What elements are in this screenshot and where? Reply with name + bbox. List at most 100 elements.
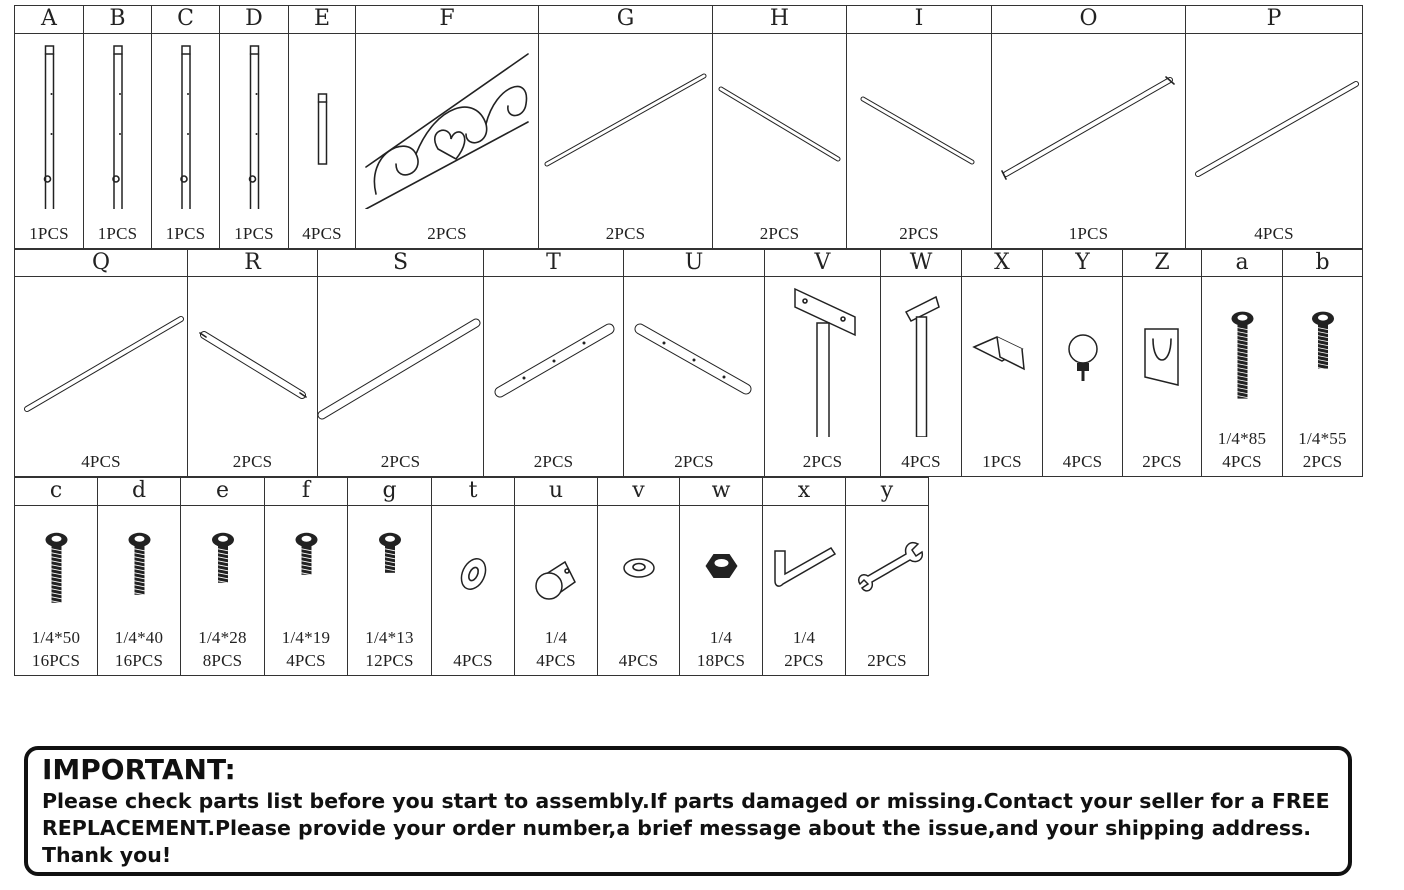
part-letter-P: P <box>1185 5 1363 34</box>
part-cell-e: 1/4*28 8PCS <box>180 505 265 676</box>
bolt-icon <box>45 532 68 604</box>
part-cell-X: 1PCS <box>961 276 1043 477</box>
part-size: 1/4 <box>792 628 816 647</box>
part-quantity: 2PCS <box>232 452 273 471</box>
part-letter-V: V <box>764 249 881 277</box>
bar-with-hooks-icon <box>1001 76 1175 180</box>
part-cell-T: 2PCS <box>483 276 624 477</box>
part-cell-P: 4PCS <box>1185 33 1363 249</box>
part-letter-D: D <box>219 5 289 34</box>
part-cell-u: 1/4 4PCS <box>514 505 598 676</box>
part-letter-Y: Y <box>1042 249 1123 277</box>
part-cell-c: 1/4*50 16PCS <box>14 505 98 676</box>
notice-title: IMPORTANT: <box>42 753 236 786</box>
part-quantity: 4PCS <box>302 224 342 243</box>
part-letter-S: S <box>317 249 484 277</box>
part-letter-c: c <box>14 477 98 506</box>
rail-icon <box>318 318 481 420</box>
part-size: 1/4 <box>544 628 568 647</box>
perforated-rail-icon <box>494 323 615 398</box>
part-letter-b: b <box>1282 249 1363 277</box>
part-quantity: 18PCS <box>696 651 746 670</box>
part-letter-C: C <box>151 5 220 34</box>
part-cell-B: 1PCS <box>83 33 152 249</box>
part-letter-w: w <box>679 477 763 506</box>
part-size: 1/4*50 <box>31 628 81 647</box>
part-size: 1/4*13 <box>365 628 414 647</box>
part-quantity: 4PCS <box>536 651 576 670</box>
part-size: 1/4*19 <box>281 628 331 647</box>
washer-icon <box>623 558 655 578</box>
post-icon <box>180 45 191 209</box>
part-quantity: 2PCS <box>674 452 714 471</box>
part-quantity: 4PCS <box>1222 452 1262 471</box>
leg-bracket-icon <box>794 287 856 437</box>
part-letter-H: H <box>712 5 847 34</box>
notice-line-1: Please check parts list before you start… <box>42 789 1330 813</box>
rod-icon <box>1195 81 1359 177</box>
post-icon <box>248 45 260 209</box>
part-cell-f: 1/4*19 4PCS <box>264 505 348 676</box>
part-quantity: 4PCS <box>1062 452 1103 471</box>
part-cell-D: 1PCS <box>219 33 289 249</box>
post-icon <box>112 45 123 209</box>
part-quantity: 2PCS <box>899 224 939 243</box>
part-quantity: 1PCS <box>234 224 274 243</box>
curved-washer-icon <box>460 558 487 590</box>
part-cell-A: 1PCS <box>14 33 84 249</box>
part-cell-E: 4PCS <box>288 33 356 249</box>
part-quantity: 2PCS <box>1142 452 1182 471</box>
barrel-nut-icon <box>535 560 576 600</box>
part-cell-H: 2PCS <box>712 33 847 249</box>
rod-icon <box>718 86 841 162</box>
finial-icon <box>1068 334 1098 381</box>
short-bolt-icon <box>379 532 401 573</box>
part-cell-t: 4PCS <box>431 505 515 676</box>
part-cell-S: 2PCS <box>317 276 484 477</box>
part-cell-V: 2PCS <box>764 276 881 477</box>
part-letter-E: E <box>288 5 356 34</box>
bolt-icon <box>1312 311 1334 370</box>
long-bolt-icon <box>1231 311 1254 399</box>
part-letter-X: X <box>961 249 1043 277</box>
part-size: 1/4*28 <box>198 628 247 647</box>
part-cell-I: 2PCS <box>846 33 992 249</box>
part-letter-y: y <box>845 477 929 506</box>
part-quantity: 8PCS <box>202 651 243 670</box>
part-cell-R: 2PCS <box>187 276 318 477</box>
part-quantity: 2PCS <box>427 224 467 243</box>
part-cell-Q: 4PCS <box>14 276 188 477</box>
part-letter-t: t <box>431 477 515 506</box>
part-quantity: 4PCS <box>286 651 326 670</box>
rod-icon <box>544 73 707 167</box>
part-letter-B: B <box>83 5 152 34</box>
rod-icon <box>860 96 975 165</box>
part-quantity: 2PCS <box>380 452 421 471</box>
part-quantity: 16PCS <box>31 651 81 670</box>
part-letter-O: O <box>991 5 1186 34</box>
part-quantity: 4PCS <box>901 452 941 471</box>
part-cell-O: 1PCS <box>991 33 1186 249</box>
part-letter-I: I <box>846 5 992 34</box>
part-quantity: 16PCS <box>114 651 164 670</box>
part-cell-F: 2PCS <box>355 33 539 249</box>
short-post-icon <box>317 93 328 165</box>
short-bolt-icon <box>295 532 318 576</box>
part-letter-W: W <box>880 249 962 277</box>
allen-key-icon <box>774 547 837 587</box>
hook-bracket-icon <box>1144 328 1179 386</box>
lock-nut-icon <box>705 554 738 578</box>
part-cell-y: 2PCS <box>845 505 929 676</box>
part-size: 1/4*55 <box>1298 429 1347 448</box>
part-letter-T: T <box>483 249 624 277</box>
scroll-panel-icon <box>365 53 529 209</box>
part-letter-x: x <box>762 477 846 506</box>
post-icon <box>43 45 55 209</box>
notice-line-2: REPLACEMENT.Please provide your order nu… <box>42 816 1312 840</box>
part-cell-U: 2PCS <box>623 276 765 477</box>
part-quantity: 2PCS <box>533 452 574 471</box>
